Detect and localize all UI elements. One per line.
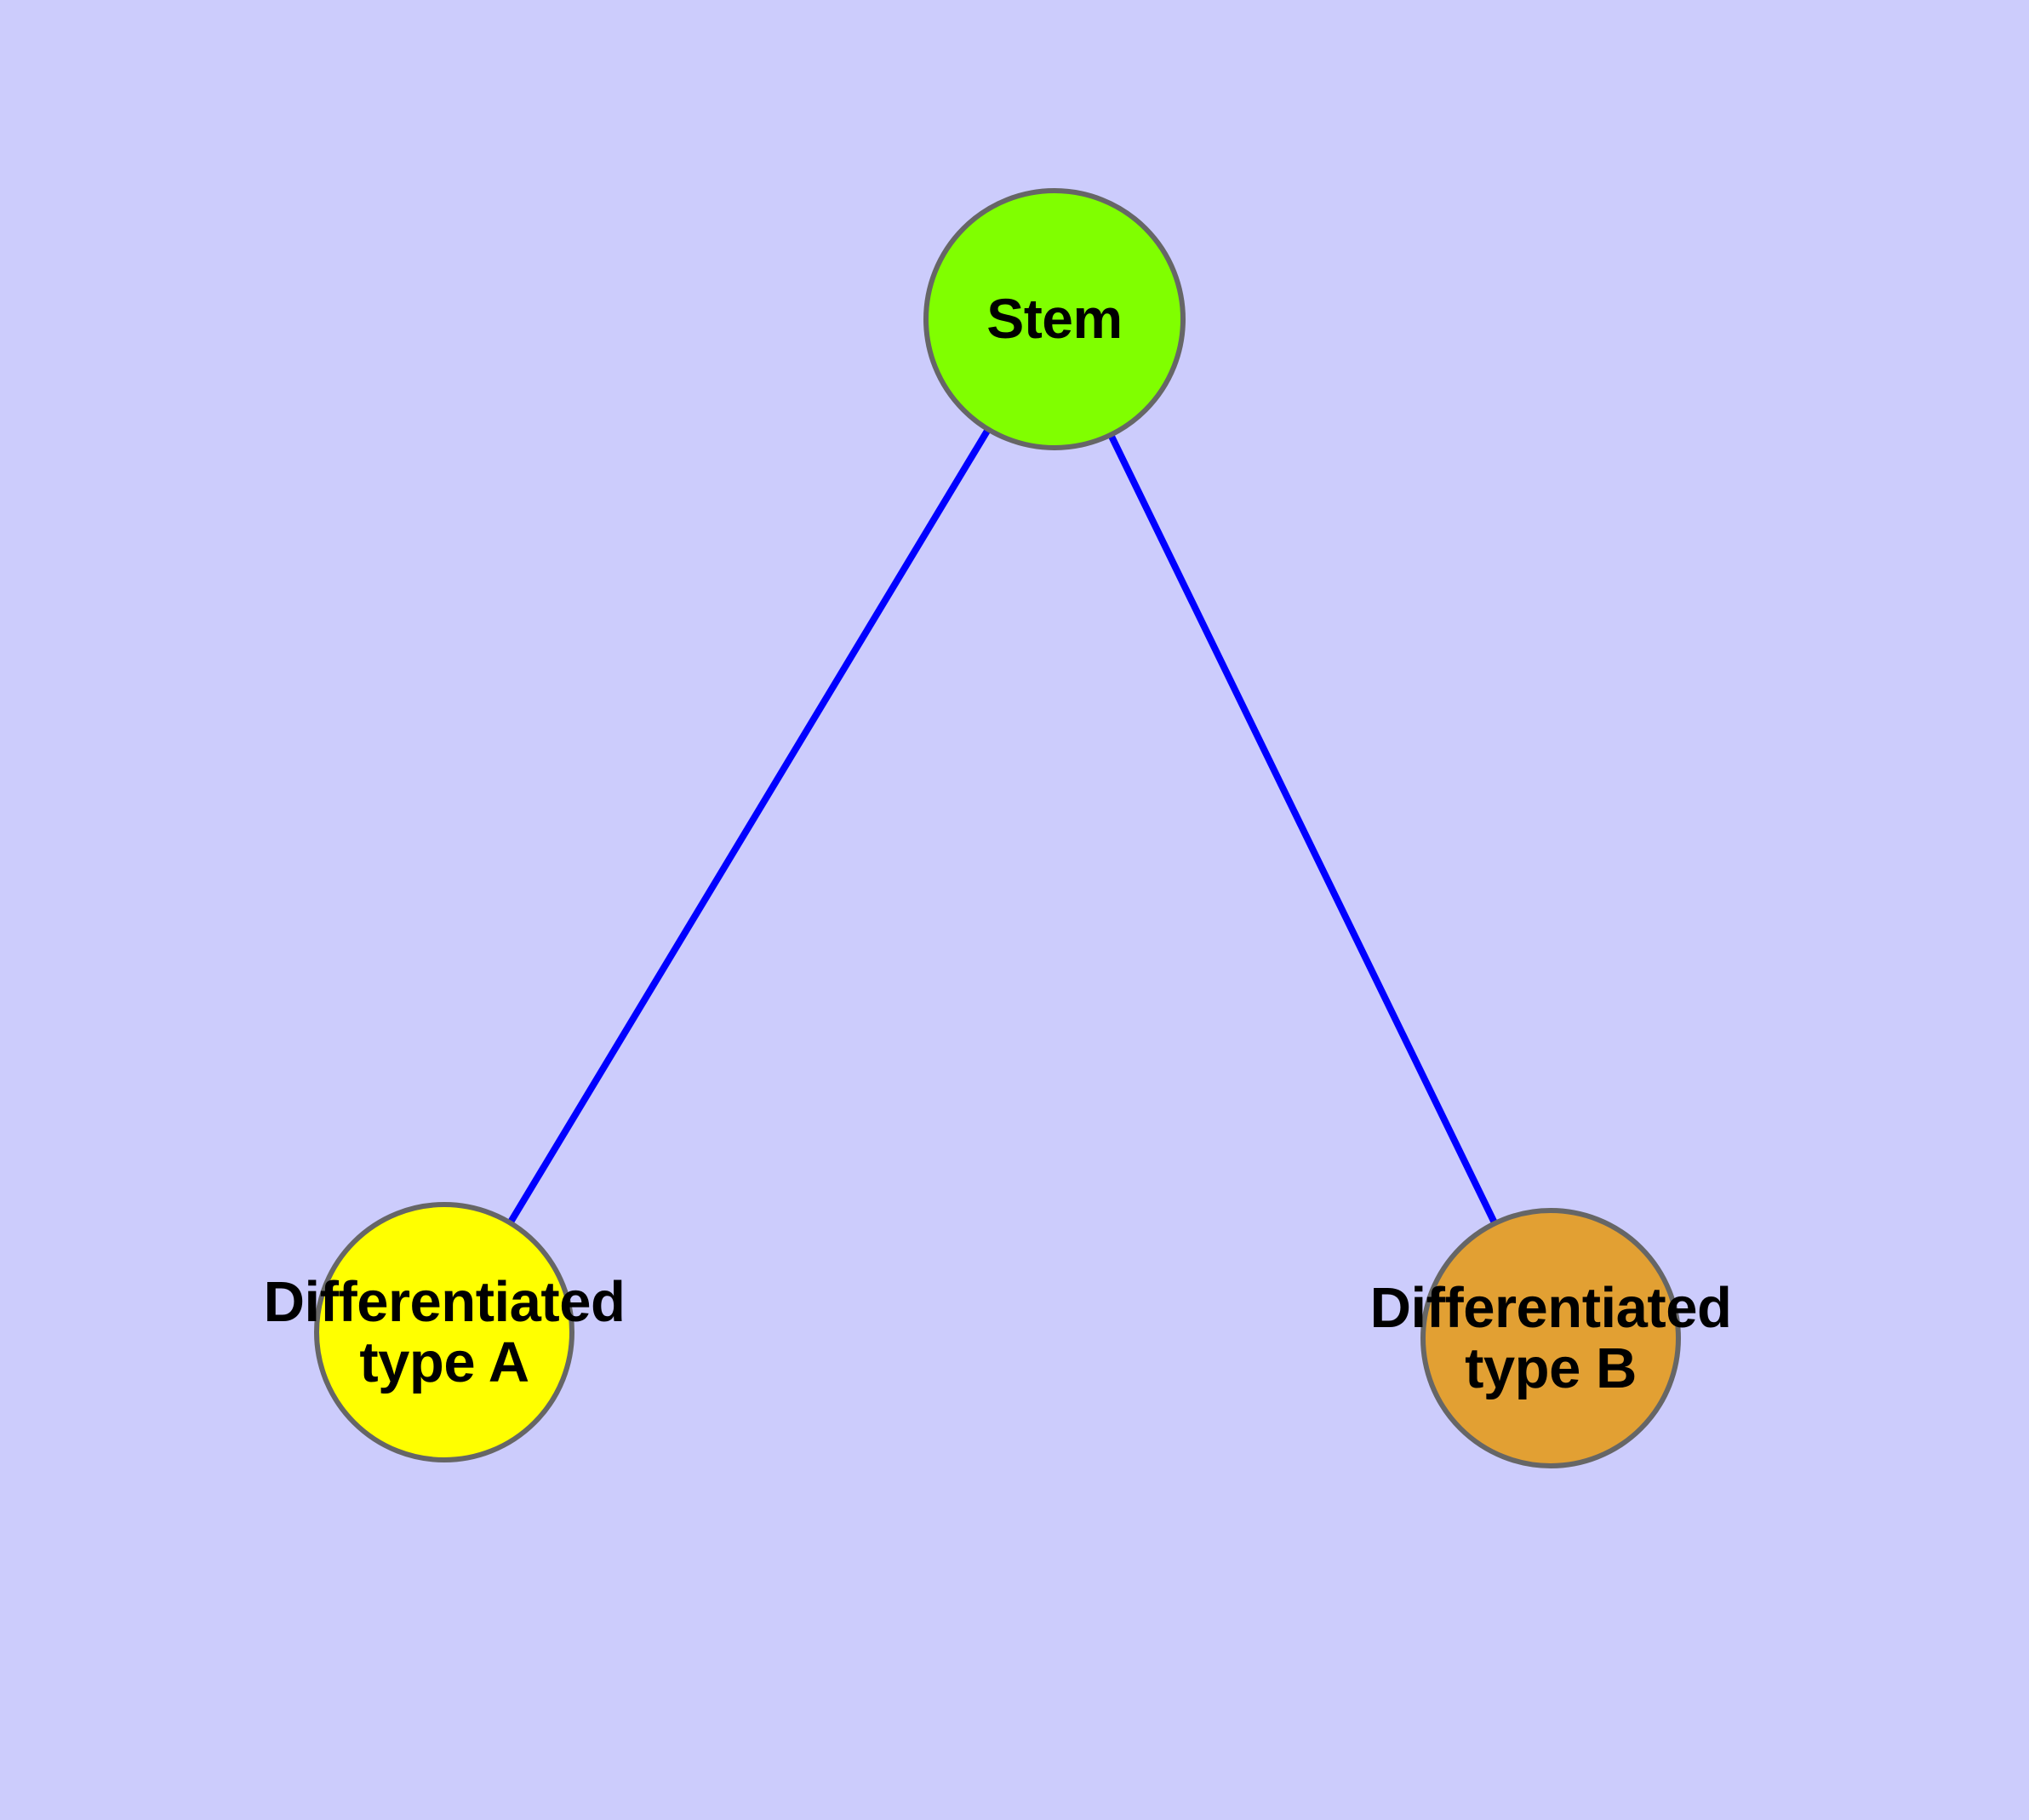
edge-group [505,424,1500,1228]
node-group [314,188,1681,1468]
node-stem[interactable] [923,188,1186,450]
node-differentiated-type-a[interactable] [314,1202,574,1462]
edge-stem-to-differentiated-type-a [505,424,993,1228]
edge-stem-to-differentiated-type-b [1106,430,1500,1228]
node-differentiated-type-b[interactable] [1420,1208,1681,1468]
